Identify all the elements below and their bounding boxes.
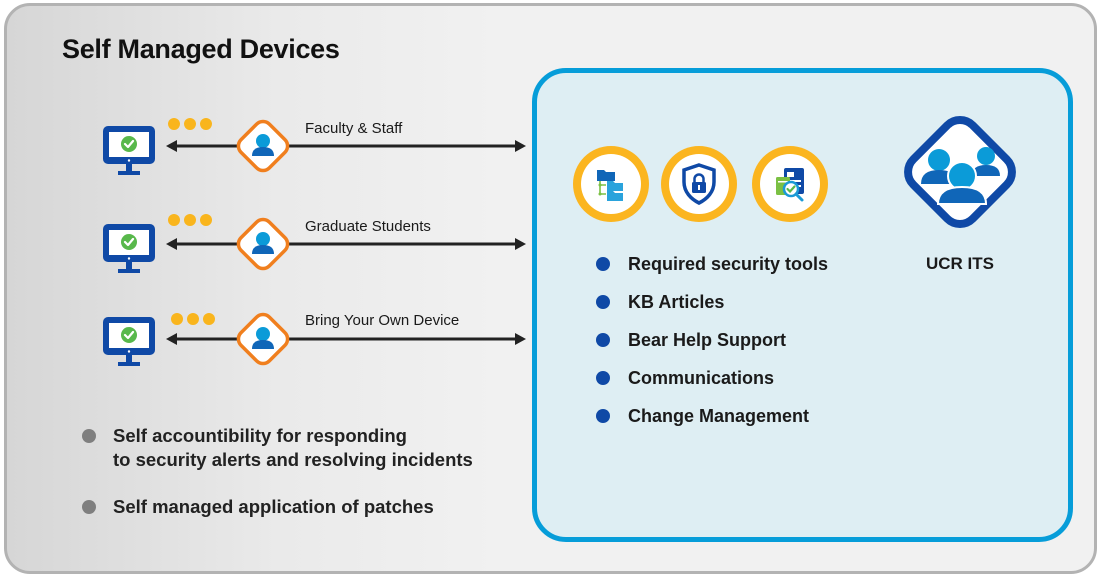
dots-icon [168,214,212,226]
group-users-icon [904,116,1016,228]
diagram-title: Self Managed Devices [62,34,340,64]
service-item: Communications [596,366,828,404]
person-icon [236,217,290,271]
bullet-icon [596,409,610,423]
user-group-row: Faculty & Staff [0,108,540,188]
user-group-label: Faculty & Staff [305,120,403,137]
bidirectional-arrow [166,140,526,152]
bidirectional-arrow [166,333,526,345]
bullet-icon [596,295,610,309]
monitor-check-icon [103,126,155,175]
bullet-icon [82,500,96,514]
service-item: Change Management [596,404,828,442]
dots-icon [168,118,212,130]
bullet-icon [82,429,96,443]
service-item: Bear Help Support [596,328,828,366]
monitor-check-icon [103,224,155,273]
bullet-icon [596,333,610,347]
service-item: KB Articles [596,290,828,328]
document-search-check-icon [776,168,804,202]
user-group-row: Graduate Students [0,206,540,286]
user-group-row: Bring Your Own Device [0,301,540,381]
dots-icon [171,313,215,325]
tool-icon-ring [661,146,737,222]
shield-lock-icon [682,163,716,205]
bidirectional-arrow [166,238,526,250]
person-icon [236,119,290,173]
folder-tree-icon [597,170,623,201]
tool-icon-ring [752,146,828,222]
its-services-list: Required security tools KB Articles Bear… [596,252,828,442]
bullet-icon [596,257,610,271]
bullet-icon [596,371,610,385]
person-icon [236,312,290,366]
responsibilities-list: Self accountibility for responding to se… [82,424,473,542]
responsibility-item: Self accountibility for responding to se… [82,424,473,472]
user-group-label: Graduate Students [305,218,431,235]
its-name: UCR ITS [926,254,994,273]
responsibility-item: Self managed application of patches [82,495,473,519]
user-group-label: Bring Your Own Device [305,312,460,329]
service-item: Required security tools [596,252,828,290]
monitor-check-icon [103,317,155,366]
tool-icon-ring [573,146,649,222]
